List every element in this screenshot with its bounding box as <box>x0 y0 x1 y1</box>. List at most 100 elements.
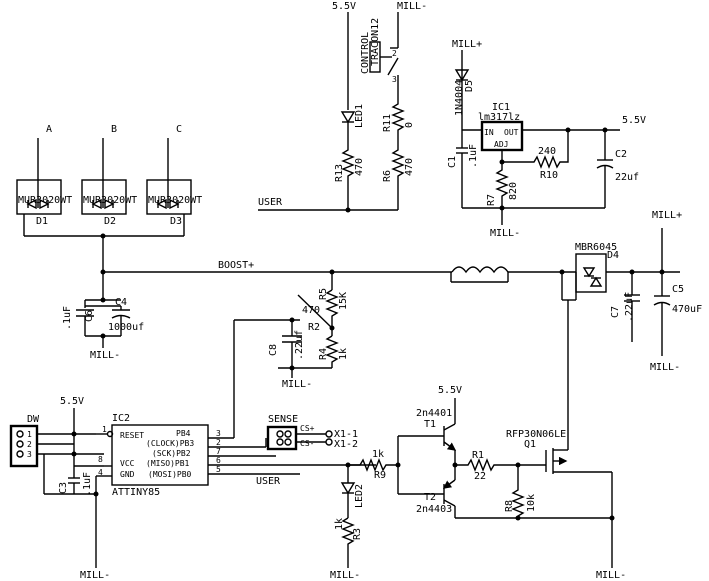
svg-text:5: 5 <box>216 465 221 474</box>
svg-text:CS-: CS- <box>300 439 314 448</box>
r10-resistor <box>502 130 569 169</box>
c5-value: 470uF <box>672 304 702 315</box>
svg-text:1: 1 <box>27 430 32 439</box>
svg-text:ADJ: ADJ <box>494 140 508 149</box>
d1-label: D1 <box>36 216 48 227</box>
rectifier-section: A B C MUR3020WT D1 MUR3020WT D2 MUR3020W… <box>16 124 202 272</box>
svg-text:2: 2 <box>27 440 32 449</box>
d5-symbol <box>454 69 470 82</box>
led2-symbol <box>340 482 356 495</box>
sense-label: SENSE <box>268 414 298 425</box>
r1-resistor <box>455 458 546 472</box>
ic2-box <box>111 424 209 486</box>
c2-value: 22uf <box>615 172 639 183</box>
ic1-label: IC1 <box>492 102 510 113</box>
r9-label: R9 <box>374 470 386 481</box>
r7-label: R7 <box>486 194 497 206</box>
r11-resistor <box>391 100 405 145</box>
r4-resistor <box>325 335 339 368</box>
dw-header <box>9 424 39 468</box>
d3-label: D3 <box>170 216 182 227</box>
q1-part: RFP30N06LE <box>506 429 566 440</box>
net-mill-minus-b3: MILL- <box>596 570 626 581</box>
ic1-part: lm317lz <box>478 112 520 123</box>
net-5v5-t1: 5.5V <box>438 385 462 396</box>
net-phase-a: A <box>46 124 52 135</box>
svg-text:(CLOCK)PB3: (CLOCK)PB3 <box>146 439 194 448</box>
c4-value: 1000uf <box>108 322 144 333</box>
d3-box <box>146 179 192 215</box>
led2-label: LED2 <box>354 484 365 508</box>
net-mill-minus-b1: MILL- <box>80 570 110 581</box>
net-mill-minus-cap: MILL- <box>90 350 120 361</box>
c7-value: .22uF <box>624 292 635 322</box>
r2-value: 470 <box>302 305 320 316</box>
svg-text:RESET: RESET <box>120 431 144 440</box>
q1-label: Q1 <box>524 439 536 450</box>
d2-part: MUR3020WT <box>83 195 137 206</box>
r13-label: R13 <box>334 164 345 182</box>
sense-section: SENSE CS+ CS- X1-1 X1-2 <box>266 414 358 451</box>
svg-text:CS+: CS+ <box>300 424 315 433</box>
r10-label: R10 <box>540 170 558 181</box>
net-mill-plus-top: MILL+ <box>452 39 482 50</box>
t2-label: T2 <box>424 492 436 503</box>
gate-drive-input: 1k R9 LED2 1k R3 MILL- <box>330 449 398 581</box>
r9-resistor <box>348 458 398 472</box>
c1-value: .1uF <box>468 144 479 168</box>
r3-resistor <box>341 517 355 568</box>
r7-value: 820 <box>508 182 519 200</box>
r6-label: R6 <box>382 170 393 182</box>
r6-value: 470 <box>404 158 415 176</box>
t2-part: 2n4403 <box>416 504 452 515</box>
divider-section: R5 15K 470 R2 C8 .22uf R4 1k MILL- <box>233 272 349 438</box>
c8-value: .22uf <box>294 330 305 360</box>
r1-value: 22 <box>474 471 486 482</box>
t1-label: T1 <box>424 419 436 430</box>
svg-text:4: 4 <box>98 468 103 477</box>
net-user-left: USER <box>258 197 283 208</box>
r8-value: 10k <box>526 494 537 512</box>
net-mill-plus-right: MILL+ <box>652 210 682 221</box>
d5-part: 1N4004 <box>454 80 465 116</box>
d2-box <box>81 179 127 215</box>
net-user-ic2: USER <box>256 476 281 487</box>
relay-part: TRACON12 <box>370 18 381 66</box>
boost-section: BOOST+ C4 1000uf .1uF C6 MILL- <box>62 260 576 361</box>
svg-text:3: 3 <box>216 429 221 438</box>
r1-label: R1 <box>472 450 484 461</box>
c4-label: C4 <box>115 297 127 308</box>
svg-text:OUT: OUT <box>504 128 519 137</box>
regulator-section: MILL+ 1N4004 D5 IN OUT ADJ IC1 lm317lz 5… <box>447 39 646 239</box>
net-phase-b: B <box>111 124 117 135</box>
svg-text:(MISO)PB1: (MISO)PB1 <box>146 459 190 468</box>
svg-text:X1-2: X1-2 <box>334 439 358 450</box>
svg-text:2: 2 <box>216 438 221 447</box>
r11-value: 0 <box>404 122 415 128</box>
c6-label: C6 <box>84 310 95 322</box>
d5-label: D5 <box>464 80 475 92</box>
d1-box <box>16 179 62 215</box>
dw-label: DW <box>27 414 40 425</box>
c2-label: C2 <box>615 149 627 160</box>
led1-label: LED1 <box>354 104 365 128</box>
svg-text:(MOSI)PB0: (MOSI)PB0 <box>148 470 192 479</box>
c3-value: .1uF <box>82 472 93 496</box>
r11-label: R11 <box>382 114 393 132</box>
net-phase-c: C <box>176 124 182 135</box>
relay-led-section: 5.5V MILL- 2 3 CONTROL TRACON12 LED1 R11… <box>258 1 427 213</box>
svg-text:VCC: VCC <box>120 459 135 468</box>
net-mill-minus-right: MILL- <box>650 362 680 373</box>
r5-value: 15K <box>338 292 349 310</box>
sense-header <box>266 425 298 451</box>
net-mill-minus-mid: MILL- <box>282 379 312 390</box>
r13-value: 470 <box>354 158 365 176</box>
driver-section: 5.5V 2n4401 T1 T2 2n4403 R1 22 R8 10k <box>395 385 626 581</box>
svg-text:3: 3 <box>392 75 397 84</box>
r8-resistor <box>511 465 525 518</box>
net-mill-minus-reg: MILL- <box>490 228 520 239</box>
d4-part: MBR6045 <box>575 242 617 253</box>
net-boost: BOOST+ <box>218 260 254 271</box>
c1-label: C1 <box>447 156 458 168</box>
